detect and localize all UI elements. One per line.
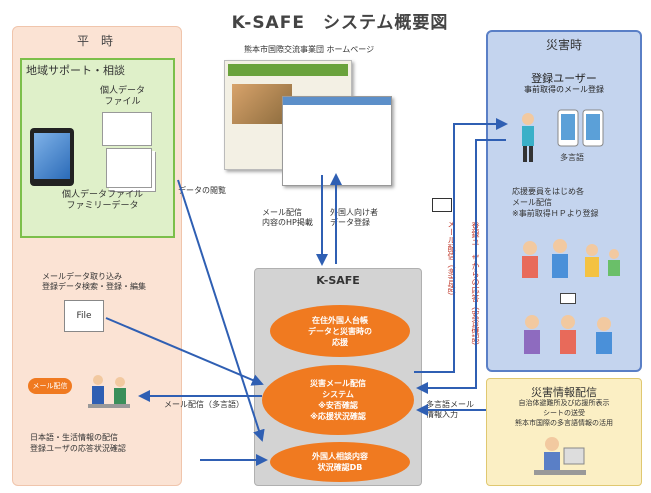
operator-at-desk-icon [534,437,586,475]
foreigner-data-label: 外国人向け者 データ登録 [330,208,378,227]
ksafe-to-users-arrow [414,118,508,373]
registered-user-title: 登録ユーザー [531,72,597,85]
diagram-title: K-SAFE システム概要図 [231,13,449,33]
users-reply-arrow [416,139,506,394]
tablet-screen-icon [34,133,70,179]
file-to-ksafe-arrow [105,317,264,386]
mail-send-badge: メール配信 [28,378,72,394]
personal-file-label: 個人データ ファイル [100,86,146,107]
ksafe-title: K-SAFE [316,274,360,287]
mail-data-import-label: メールデータ取り込み 登録データ検索・登録・編集 [42,272,146,291]
reply-group-icon [524,315,612,354]
user-person-icon [522,113,534,162]
support-info-label: 日本語・生活情報の配信 登録ユーザの応答状況確認 [30,433,126,453]
disaster-info-panel [486,378,642,486]
disaster-info-body: 自治体避難所及び応援所表示 シートの送受 熊本市国際の多言語情報の活用 [515,399,613,427]
community-to-ksafe-arrow [177,179,265,442]
mail-envelope-icon [560,293,576,304]
disaster-time-header: 災害時 [545,38,582,52]
homepage-window [282,96,392,186]
homepage-window-bar [283,97,391,105]
resident-ledger-node: 在住外国人台帳 データと災害時の 応援 [270,305,410,357]
registered-user-subtitle: 事前取得のメール登録 [524,85,604,94]
mail-envelope-icon [432,198,452,212]
disaster-info-title: 災害情報配信 [531,386,597,399]
mail-send-hp-label: メール配信 内容のHP掲載 [262,208,313,227]
disaster-time-panel [486,30,642,372]
family-file-icon [106,148,152,188]
multilang-label: 多言語 [560,153,584,162]
file-icon: File [64,300,104,332]
mail-send-multilang-label: メール配信（多言語） [164,400,244,409]
smartphone-icon [557,109,604,147]
family-file-label: 個人データファイル ファミリーデータ [62,190,144,211]
disaster-mail-system-node: 災害メール配信 システム ※安否確認 ※応援状況確認 [262,365,414,435]
data-view-label: データの閲覧 [178,186,226,195]
mail-send-vertical-label: メール配信（多言語） [447,220,456,300]
homepage-caption: 熊本市国際交流事業団 ホームページ [244,45,375,54]
support-staff-icon [88,375,130,408]
community-title: 地域サポート・相談 [26,64,125,77]
normal-time-header: 平 時 [76,34,113,48]
evacuation-mail-label: 応援要員をはじめ各 メール配信 ※事前取得ＨＰより登録 [512,187,599,218]
consultation-db-node: 外国人相談内容 状況確認DB [270,442,410,482]
personal-file-icon [102,112,152,146]
homepage-banner [228,64,348,76]
family-group-icon [522,239,620,278]
multilang-mail-input-label: 多言語メール 情報入力 [426,400,474,419]
